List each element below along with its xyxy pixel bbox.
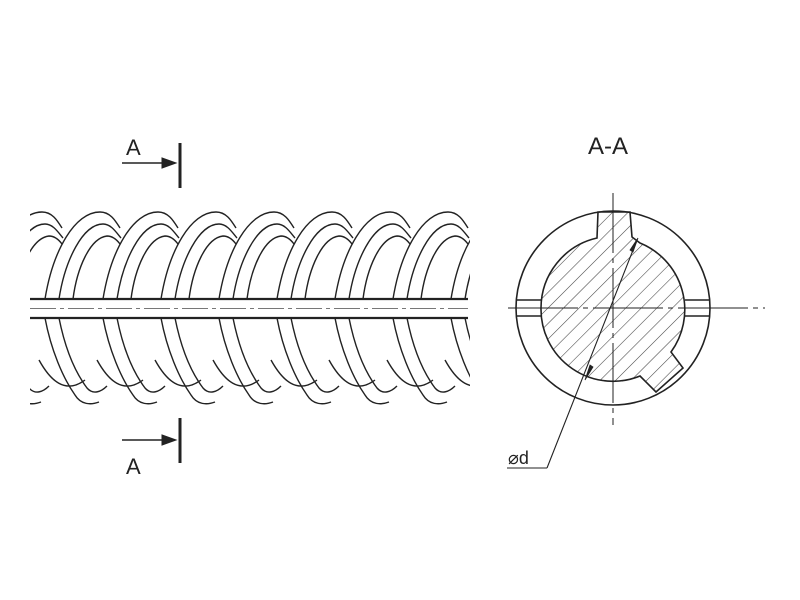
longitudinal-rib — [30, 297, 468, 320]
transverse-rib — [38, 359, 86, 387]
transverse-rib — [334, 317, 390, 405]
transverse-rib — [188, 235, 237, 300]
diameter-label: ⌀d — [508, 448, 529, 468]
section-label-bottom: A — [126, 454, 141, 479]
section-mark-bottom — [122, 418, 182, 463]
transverse-rib — [30, 223, 64, 239]
transverse-rib — [450, 317, 470, 378]
transverse-rib — [348, 223, 412, 300]
transverse-rib — [160, 211, 237, 300]
rebar-side-view — [0, 211, 526, 405]
transverse-rib — [0, 360, 27, 386]
cross-section — [507, 193, 765, 469]
transverse-rib — [174, 317, 224, 393]
arrow-icon — [629, 237, 639, 253]
transverse-rib — [30, 401, 42, 405]
transverse-rib — [386, 359, 434, 387]
transverse-rib — [160, 317, 216, 405]
transverse-rib — [444, 359, 470, 386]
section-label-top: A — [126, 135, 141, 160]
transverse-rib — [479, 236, 526, 299]
transverse-rib — [72, 235, 121, 300]
transverse-rib — [348, 317, 398, 393]
transverse-rib — [232, 317, 282, 393]
transverse-rib — [58, 317, 108, 393]
transverse-rib — [218, 317, 274, 405]
transverse-rib — [304, 235, 353, 300]
transverse-rib — [276, 211, 353, 300]
transverse-rib — [30, 385, 50, 393]
transverse-rib — [392, 211, 469, 300]
transverse-rib — [328, 359, 376, 387]
section-mark-top — [122, 143, 182, 188]
transverse-rib — [450, 239, 470, 300]
transverse-rib — [130, 235, 179, 300]
transverse-rib — [102, 211, 179, 300]
transverse-rib — [30, 211, 63, 229]
transverse-rib — [116, 317, 166, 393]
transverse-rib — [58, 223, 122, 300]
transverse-rib — [420, 235, 469, 300]
transverse-rib — [30, 235, 63, 253]
transverse-rib — [290, 317, 340, 393]
transverse-rib — [464, 317, 470, 341]
transverse-rib — [218, 211, 295, 300]
transverse-rib — [276, 317, 332, 405]
section-title: A-A — [588, 133, 628, 160]
arrow-icon — [161, 157, 178, 169]
arrow-icon — [584, 364, 594, 381]
transverse-rib — [392, 317, 448, 405]
transverse-rib — [174, 223, 238, 300]
transverse-rib — [334, 211, 411, 300]
transverse-rib — [96, 359, 144, 387]
transverse-rib — [212, 359, 260, 387]
transverse-rib — [154, 359, 202, 387]
transverse-rib — [246, 235, 295, 300]
transverse-rib — [44, 317, 100, 405]
transverse-rib — [116, 223, 180, 300]
transverse-rib — [406, 317, 456, 393]
transverse-rib — [232, 223, 296, 300]
transverse-rib — [102, 317, 158, 405]
arrow-icon — [161, 434, 178, 446]
transverse-rib — [290, 223, 354, 300]
transverse-rib — [270, 359, 318, 387]
transverse-rib — [44, 211, 121, 300]
transverse-rib — [362, 235, 411, 300]
transverse-rib — [406, 223, 470, 300]
